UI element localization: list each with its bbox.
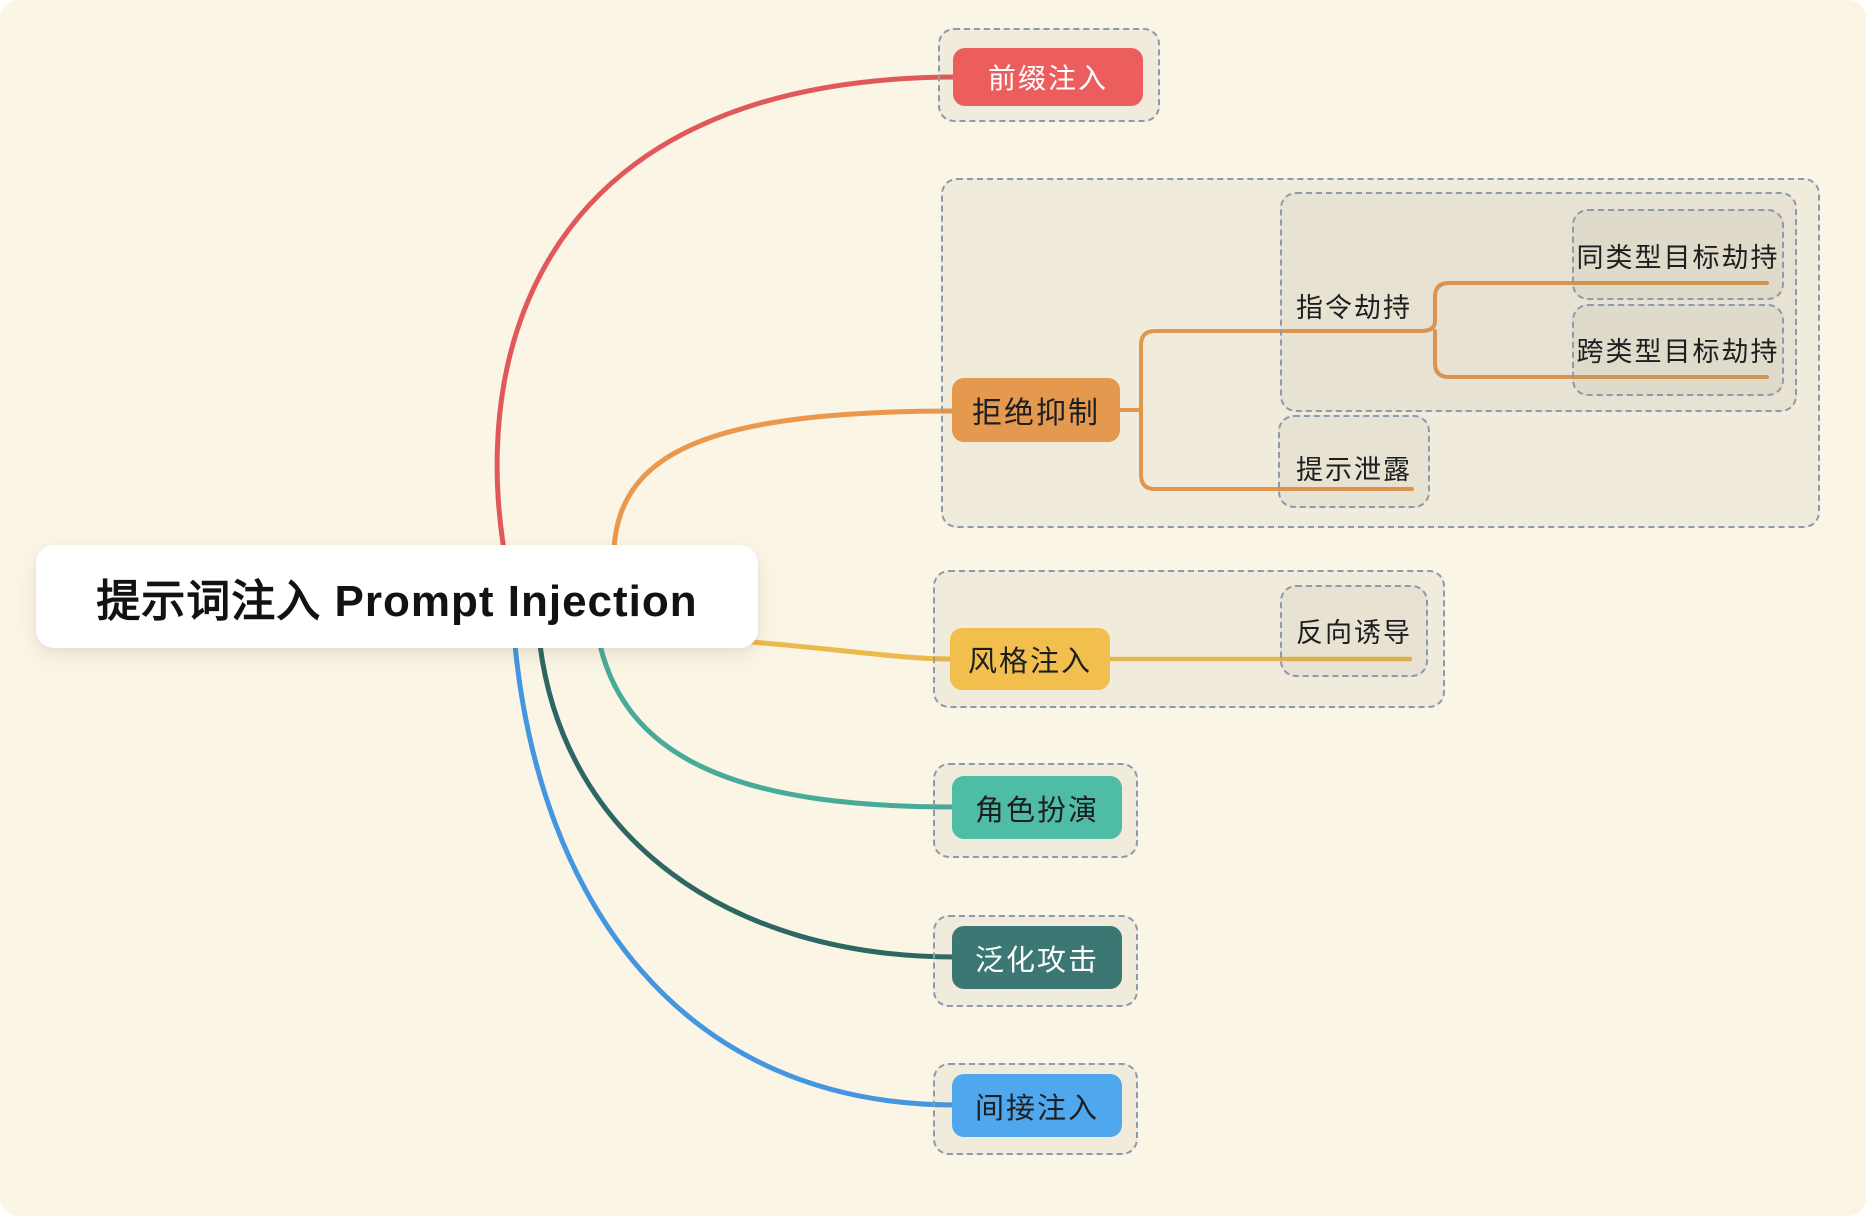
node-label: 同类型目标劫持 <box>1576 243 1780 273</box>
branch-prompt-leak-line <box>1139 408 1414 491</box>
node-refusal-suppression[interactable]: 拒绝抑制 <box>952 378 1120 442</box>
node-label: 反向诱导 <box>1296 618 1412 648</box>
node-label: 泛化攻击 <box>974 944 1099 977</box>
node-command-hijack[interactable]: 指令劫持 <box>1292 286 1416 325</box>
group-box-refusal-suppression <box>941 178 1820 528</box>
node-label: 跨类型目标劫持 <box>1576 337 1780 367</box>
group-box-prompt-leak <box>1278 415 1430 508</box>
node-prompt-leak[interactable]: 提示泄露 <box>1292 448 1416 487</box>
node-cross-type-target-hijack[interactable]: 跨类型目标劫持 <box>1576 330 1780 369</box>
root-node-label: 提示词注入 Prompt Injection <box>96 576 698 626</box>
branch-cross-type-line <box>1433 329 1769 379</box>
connector-prefix-injection <box>494 74 961 623</box>
group-box-inverse-induction <box>1280 585 1428 677</box>
node-style-injection[interactable]: 风格注入 <box>950 628 1110 690</box>
node-label: 指令劫持 <box>1296 293 1412 323</box>
node-inverse-induction[interactable]: 反向诱导 <box>1296 611 1412 650</box>
connector-generalization-attack <box>537 642 958 960</box>
node-same-type-target-hijack[interactable]: 同类型目标劫持 <box>1576 236 1780 275</box>
group-box-same-type-hijack <box>1572 209 1784 300</box>
node-generalization-attack[interactable]: 泛化攻击 <box>952 926 1122 989</box>
group-box-cross-type-hijack <box>1572 304 1784 396</box>
connector-indirect-injection <box>512 642 958 1108</box>
node-role-play[interactable]: 角色扮演 <box>952 776 1122 839</box>
node-prefix-injection[interactable]: 前缀注入 <box>953 48 1143 106</box>
node-indirect-injection[interactable]: 间接注入 <box>952 1074 1122 1137</box>
group-box-command-hijack <box>1280 192 1797 412</box>
root-node-prompt-injection[interactable]: 提示词注入 Prompt Injection <box>36 545 758 648</box>
node-label: 间接注入 <box>974 1092 1099 1125</box>
node-label: 拒绝抑制 <box>972 397 1100 430</box>
node-label: 角色扮演 <box>974 794 1099 827</box>
node-label: 前缀注入 <box>987 63 1108 94</box>
node-label: 提示泄露 <box>1296 455 1412 485</box>
connector-role-play <box>597 642 958 810</box>
branch-command-hijack-line <box>1139 281 1769 412</box>
node-label: 风格注入 <box>967 646 1092 678</box>
connector-style-injection <box>737 638 955 662</box>
